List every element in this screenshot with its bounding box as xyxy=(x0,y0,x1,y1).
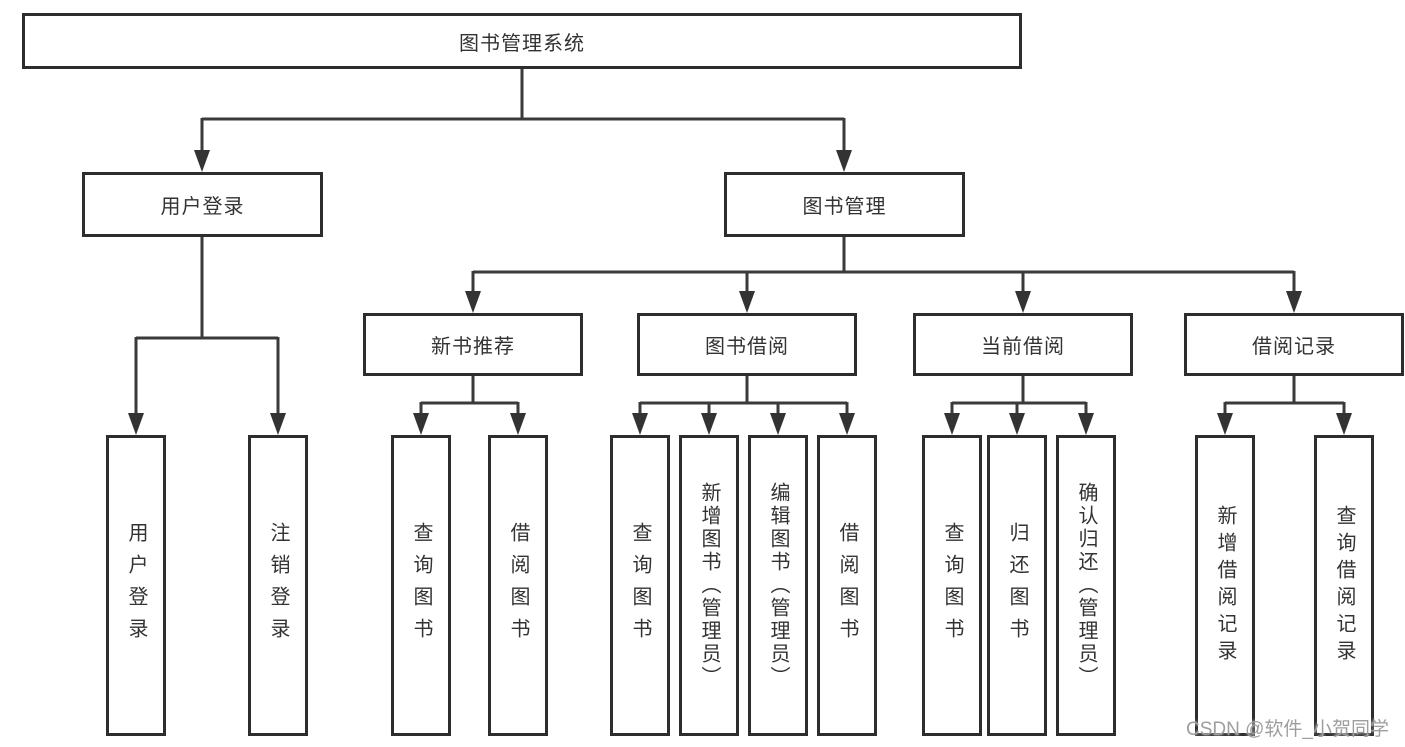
node-book-borrow: 图书借阅 xyxy=(637,313,857,376)
node-root-system: 图书管理系统 xyxy=(22,13,1022,69)
node-label: 用户登录 xyxy=(160,196,245,218)
leaf-user-login: 用户登录 xyxy=(106,435,166,736)
leaf-return-book: 归还图书 xyxy=(987,435,1047,736)
node-label: 当前借阅 xyxy=(981,336,1065,358)
leaf-logout-login: 注销登录 xyxy=(248,435,308,736)
node-label: 图书管理 xyxy=(802,196,887,218)
node-book-management: 图书管理 xyxy=(724,172,965,237)
leaf-borrow-book-recommend: 借阅图书 xyxy=(488,435,548,736)
node-label: 借阅记录 xyxy=(1252,336,1336,358)
node-new-book-recommend: 新书推荐 xyxy=(363,313,583,376)
leaf-query-book-current: 查询图书 xyxy=(922,435,982,736)
leaf-query-book-recommend: 查询图书 xyxy=(391,435,451,736)
node-borrow-records: 借阅记录 xyxy=(1184,313,1404,376)
leaf-edit-book-admin: 编辑图书（管理员） xyxy=(748,435,808,736)
leaf-add-book-admin: 新增图书（管理员） xyxy=(679,435,739,736)
node-current-borrow: 当前借阅 xyxy=(913,313,1133,376)
leaf-query-borrow-record: 查询借阅记录 xyxy=(1314,435,1374,736)
leaf-confirm-return-admin: 确认归还（管理员） xyxy=(1056,435,1116,736)
arrowhead-icons xyxy=(128,150,1352,435)
leaf-borrow-book: 借阅图书 xyxy=(817,435,877,736)
csdn-watermark: CSDN @软件_小贺同学 xyxy=(1186,719,1389,740)
node-label: 图书管理系统 xyxy=(459,32,585,55)
node-user-login: 用户登录 xyxy=(82,172,323,237)
leaf-add-borrow-record: 新增借阅记录 xyxy=(1195,435,1255,736)
node-label: 图书借阅 xyxy=(705,336,789,358)
leaf-query-book-borrow: 查询图书 xyxy=(610,435,670,736)
node-label: 新书推荐 xyxy=(431,336,515,358)
